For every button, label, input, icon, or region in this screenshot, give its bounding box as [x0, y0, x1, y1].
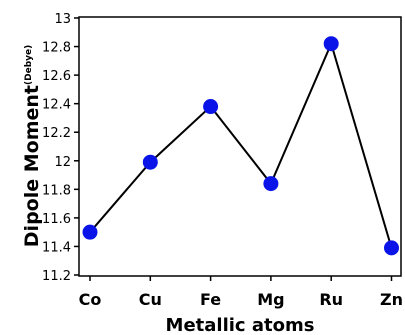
y-tick-label: 13	[54, 12, 71, 27]
x-axis-ticks: Co Cu Fe Mg Ru Zn	[79, 276, 403, 309]
data-point-mg	[263, 176, 279, 192]
x-tick-label: Mg	[257, 290, 284, 309]
x-tick-label: Cu	[139, 290, 162, 309]
series-line	[89, 40, 393, 249]
y-tick-label: 11.2	[42, 269, 71, 284]
y-tick-label: 12.4	[42, 98, 71, 113]
y-tick-label: 11.6	[42, 212, 71, 227]
y-tick-label: 12	[54, 155, 71, 170]
y-axis-ticks: 11.2 11.4 11.6 11.8 12 12.2 12.4 12.6 12.8 13	[42, 12, 79, 284]
y-tick-label: 12.8	[42, 41, 71, 56]
data-point-ru	[323, 36, 339, 52]
data-points	[82, 36, 399, 256]
data-point-zn	[384, 240, 399, 256]
y-tick-label: 12.6	[42, 69, 71, 84]
x-tick-label: Co	[79, 290, 102, 309]
data-point-fe	[203, 99, 219, 115]
y-axis-title: Dipole Moment(Debye)	[21, 45, 43, 247]
y-axis-title-main: Dipole Moment	[21, 85, 43, 247]
data-point-co	[82, 224, 98, 240]
y-axis-title-unit: (Debye)	[24, 45, 34, 85]
y-tick-label: 11.4	[42, 240, 71, 255]
data-point-cu	[142, 154, 158, 170]
y-tick-label: 11.8	[42, 183, 71, 198]
x-axis-title: Metallic atoms	[166, 315, 315, 335]
y-tick-label: 12.2	[42, 126, 71, 141]
x-tick-label: Zn	[380, 290, 403, 309]
x-tick-label: Ru	[319, 290, 343, 309]
x-tick-label: Fe	[200, 290, 221, 309]
plot-frame	[78, 16, 402, 277]
